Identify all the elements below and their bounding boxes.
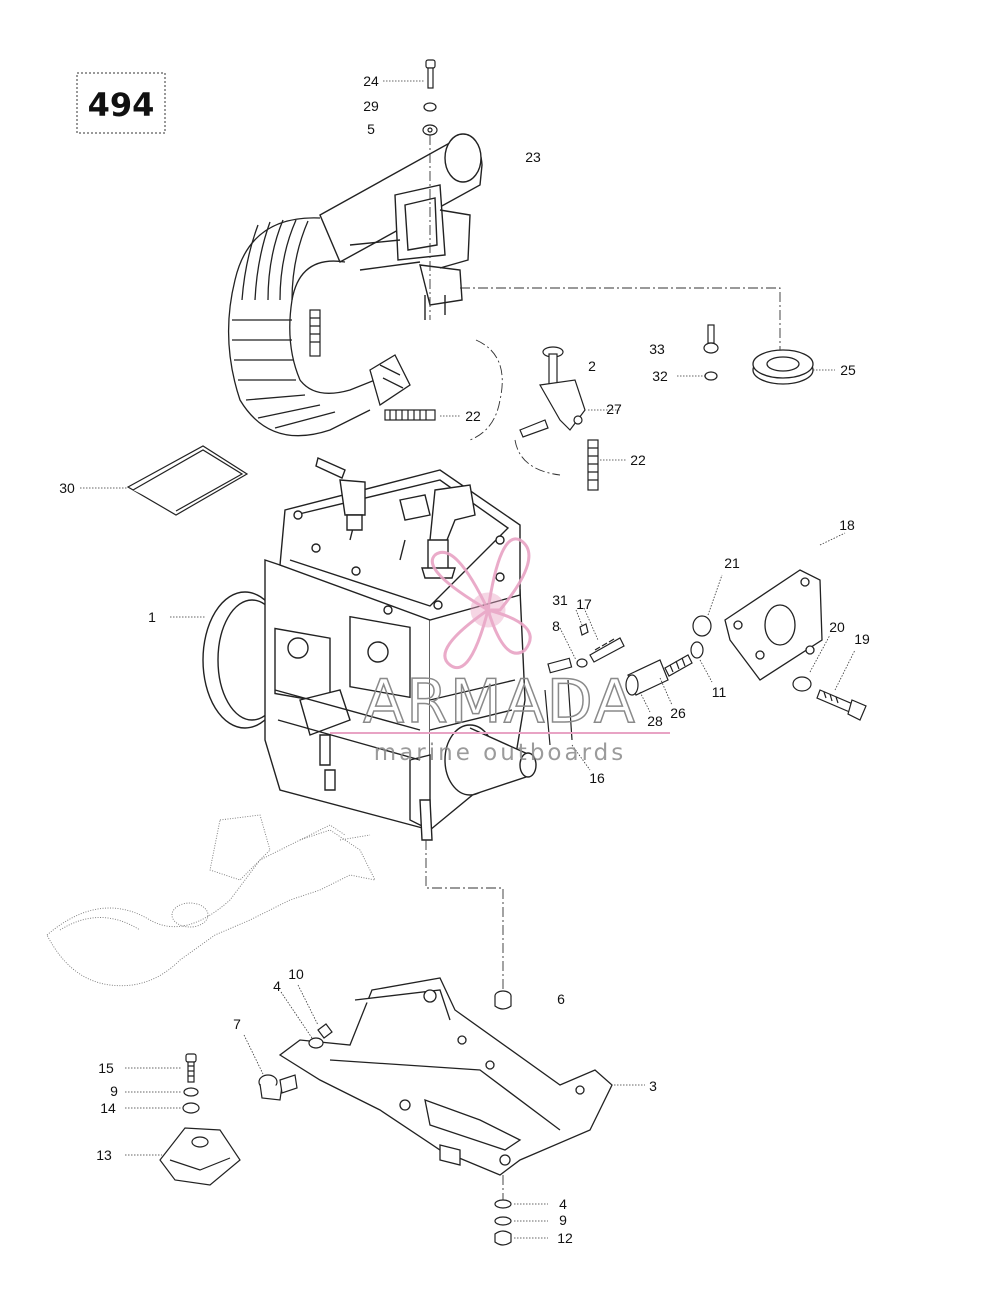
- callout-26: 26: [670, 705, 686, 721]
- callout-17: 17: [576, 596, 592, 612]
- callout-30: 30: [59, 480, 75, 496]
- callout-6: 6: [557, 991, 565, 1007]
- callout-28: 28: [647, 713, 663, 729]
- callout-29: 29: [363, 98, 379, 114]
- mount-6: [494, 990, 512, 1010]
- watermark: ARMADA marine outboards: [330, 537, 670, 766]
- propeller-logo: [430, 537, 532, 670]
- bolt-19: [792, 676, 867, 721]
- page-number: 494: [88, 86, 155, 124]
- callout-22-lower: 22: [630, 452, 646, 468]
- callout-10: 10: [288, 966, 304, 982]
- watermark-brand: ARMADA: [363, 667, 637, 737]
- top-bolt-stack: [422, 59, 438, 136]
- callout-18: 18: [839, 517, 855, 533]
- callout-7: 7: [233, 1016, 241, 1032]
- bolt-33: [703, 324, 719, 381]
- grommet-25: [752, 349, 814, 385]
- washer-nut-stack: [308, 1023, 333, 1049]
- callout-4-upper: 4: [273, 978, 281, 994]
- engine-block: [202, 457, 537, 841]
- page-number-box: 494: [76, 72, 166, 134]
- callout-15: 15: [98, 1060, 114, 1076]
- callout-32: 32: [652, 368, 668, 384]
- watermark-tagline: marine outboards: [374, 740, 626, 766]
- mount-13-set: [159, 1053, 241, 1186]
- flexible-hose: [227, 217, 411, 437]
- callout-4-bottom: 4: [559, 1196, 567, 1212]
- callout-33: 33: [649, 341, 665, 357]
- callout-27: 27: [606, 401, 622, 417]
- stud-set: [547, 623, 625, 674]
- alignment-lines: [425, 135, 781, 1200]
- bottom-nut-stack: [494, 1199, 512, 1246]
- mount-plate-18: [724, 569, 823, 681]
- rubber-mount-7: [258, 1074, 298, 1101]
- callout-20: 20: [829, 619, 845, 635]
- callout-2: 2: [588, 358, 596, 374]
- callout-23: 23: [525, 149, 541, 165]
- callout-1: 1: [148, 609, 156, 625]
- callout-25: 25: [840, 362, 856, 378]
- callout-14: 14: [100, 1100, 116, 1116]
- callout-11: 11: [712, 684, 727, 700]
- callout-24: 24: [363, 73, 379, 89]
- bracket-16: [544, 679, 573, 746]
- callout-31: 31: [552, 592, 568, 608]
- callout-8: 8: [552, 618, 560, 634]
- callout-3: 3: [649, 1078, 657, 1094]
- phantom-exhaust: [46, 814, 376, 987]
- throttle-linkage: [519, 346, 586, 438]
- intake-pipe: [319, 133, 483, 320]
- callout-19: 19: [854, 631, 870, 647]
- callout-13: 13: [96, 1147, 112, 1163]
- callout-labels: 24 29 5 23 2 33 32 25 27 22 22 30 18 21 …: [59, 73, 870, 1246]
- callout-21: 21: [724, 555, 740, 571]
- tensioner-set: [625, 615, 712, 696]
- engine-support-3: [278, 977, 613, 1176]
- gasket-30: [126, 445, 249, 516]
- hose-clamp: [309, 309, 599, 491]
- leader-lines: [80, 80, 856, 1239]
- callout-16: 16: [589, 770, 605, 786]
- callout-22-upper: 22: [465, 408, 481, 424]
- callout-12: 12: [557, 1230, 573, 1246]
- callout-9-bottom: 9: [559, 1212, 567, 1228]
- callout-9-left: 9: [110, 1083, 118, 1099]
- callout-5: 5: [367, 121, 375, 137]
